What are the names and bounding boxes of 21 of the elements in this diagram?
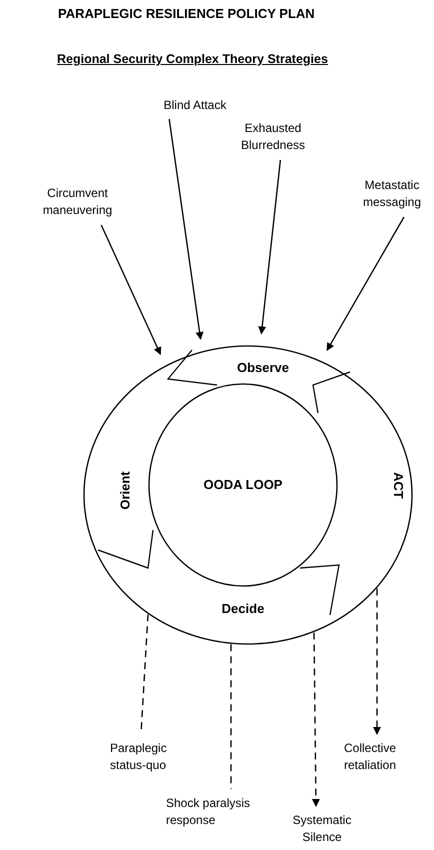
arrow — [168, 118, 204, 340]
subtitle: Regional Security Complex Theory Strategies — [57, 51, 328, 68]
strategy-label: Shock paralysis response — [166, 795, 252, 829]
center-label: OODA LOOP — [204, 476, 282, 494]
strategy-label: Exhausted Blurredness — [240, 120, 306, 154]
arrow — [326, 216, 405, 351]
title: PARAPLEGIC RESILIENCE POLICY PLAN — [58, 5, 315, 23]
phase-label: ACT — [390, 472, 406, 498]
strategy-label: Circumvent maneuvering — [42, 185, 114, 219]
phase-label: Observe — [236, 358, 290, 376]
strategy-label: Blind Attack — [164, 96, 226, 114]
strategy-label: Collective retaliation — [342, 740, 398, 774]
strategy-label: Systematic Silence — [292, 812, 352, 846]
dashed-arrow — [312, 632, 320, 807]
dashed-arrow — [373, 588, 381, 735]
strategy-label: Paraplegic status-quo — [110, 740, 168, 774]
phase-label: Decide — [222, 600, 264, 616]
arrow — [100, 224, 162, 356]
phase-label: Orient — [116, 470, 134, 510]
strategy-label: Metastatic messaging — [362, 177, 422, 211]
arrow — [258, 160, 282, 334]
